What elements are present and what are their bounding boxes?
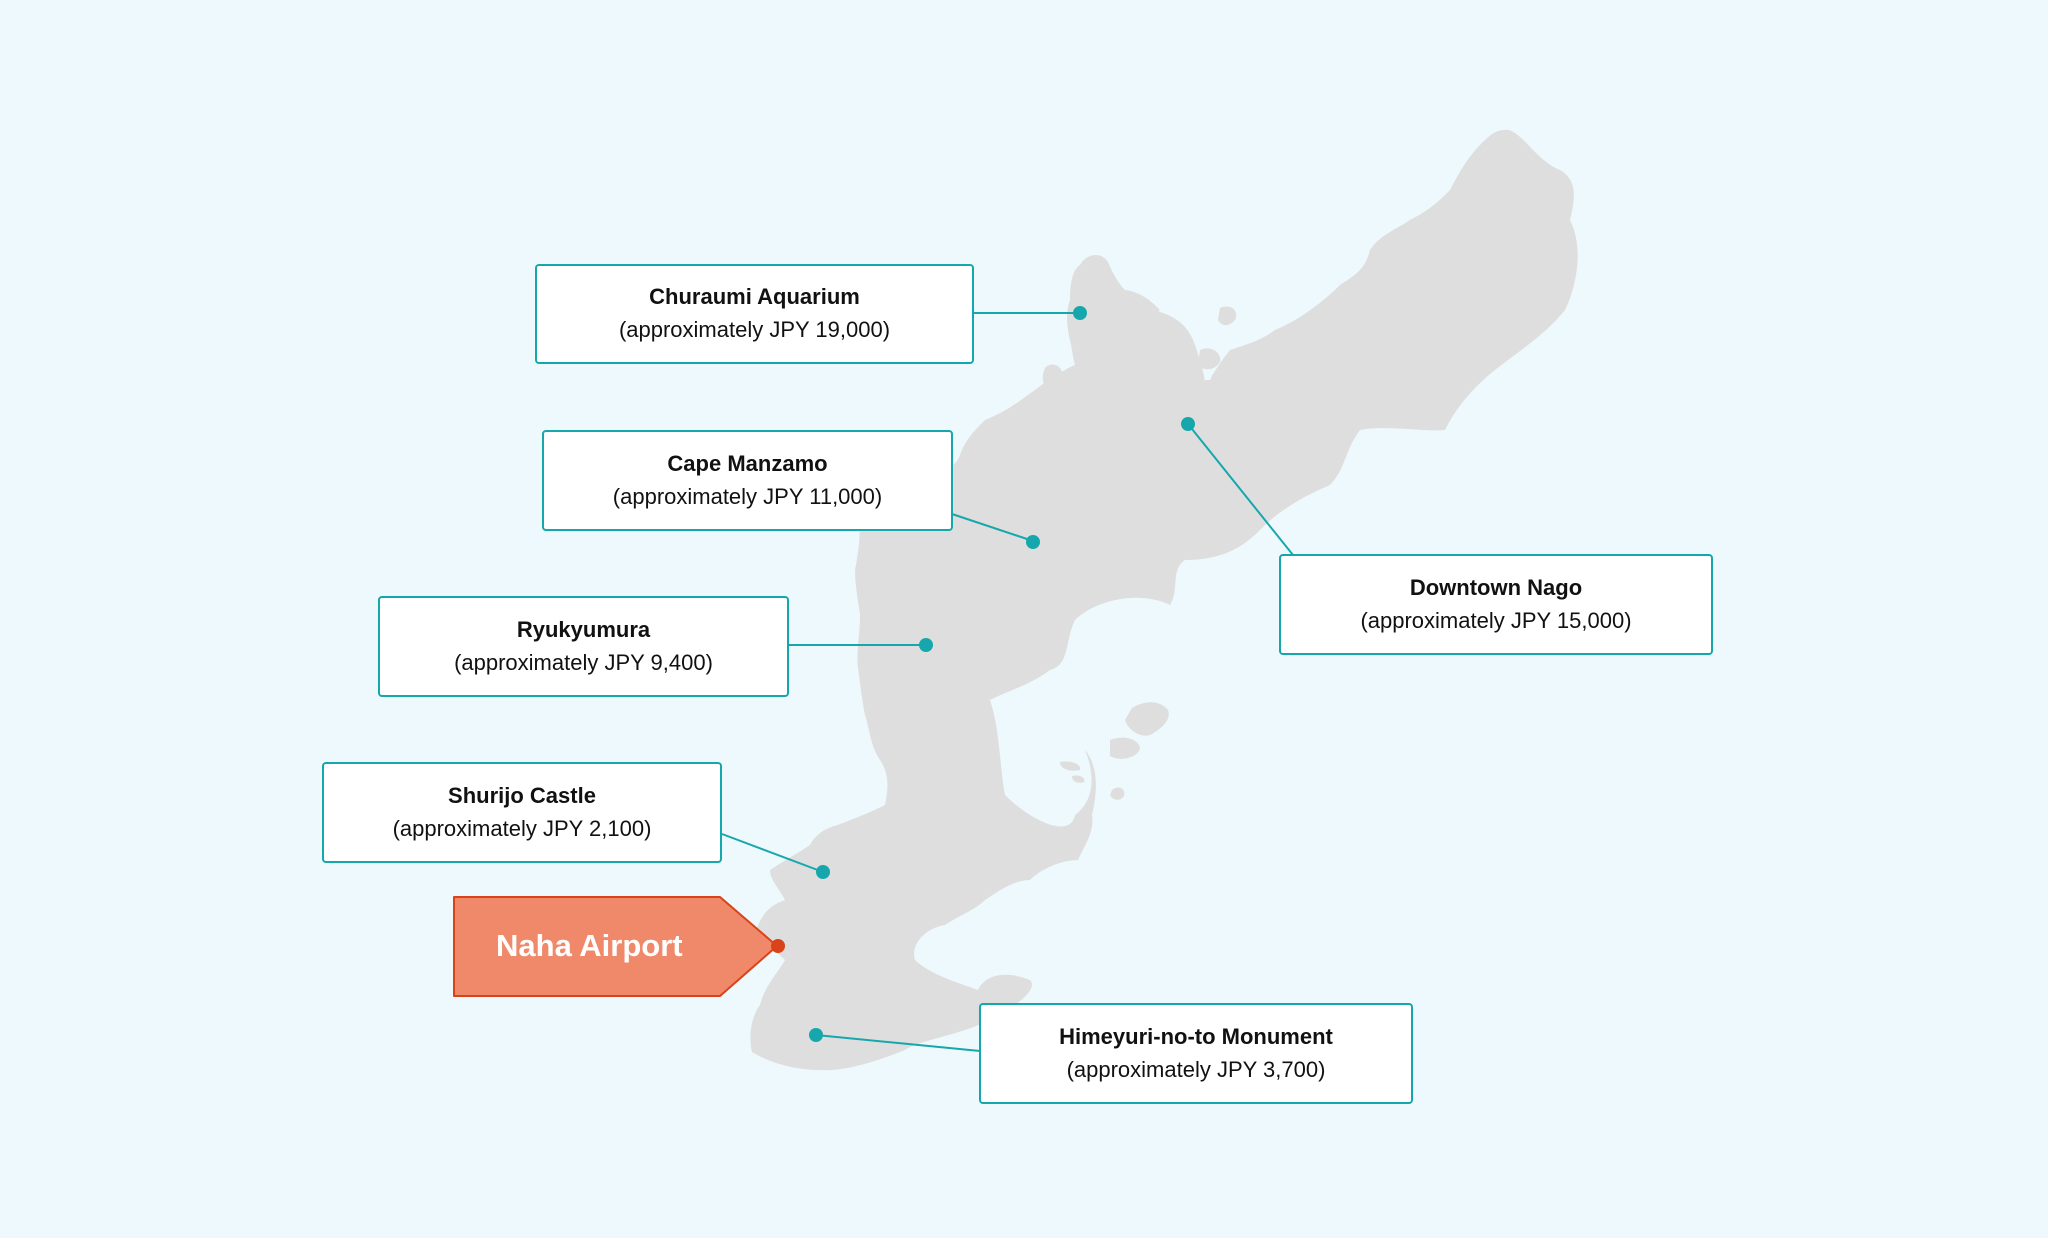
airport-label[interactable]: Naha Airport <box>496 928 683 963</box>
connector-himeyuri <box>815 1034 981 1052</box>
callout-himeyuri-no-to-monument[interactable]: Himeyuri-no-to Monument (approximately J… <box>979 1003 1413 1104</box>
destination-name: Shurijo Castle <box>448 782 596 808</box>
callout-downtown-nago[interactable]: Downtown Nago (approximately JPY 15,000) <box>1279 554 1713 655</box>
connector-lines <box>721 312 1294 1052</box>
marker-ryukyumura[interactable] <box>919 638 933 652</box>
destination-price: (approximately JPY 15,000) <box>1360 607 1632 633</box>
airport-tag-icon <box>453 896 778 997</box>
destination-price: (approximately JPY 3,700) <box>1066 1056 1326 1082</box>
destination-price: (approximately JPY 9,400) <box>454 649 713 675</box>
island-north-1 <box>1218 306 1237 326</box>
island-north-3 <box>1210 373 1233 392</box>
destination-name: Ryukyumura <box>516 616 651 642</box>
marker-airport[interactable] <box>771 939 785 953</box>
marker-nago[interactable] <box>1181 417 1195 431</box>
callout-churaumi-aquarium[interactable]: Churaumi Aquarium (approximately JPY 19,… <box>535 264 974 364</box>
destination-name: Cape Manzamo <box>667 450 828 476</box>
motobu-head <box>1069 282 1205 408</box>
okinawa-island <box>750 129 1578 1071</box>
callout-shurijo-castle[interactable]: Shurijo Castle (approximately JPY 2,100) <box>322 762 722 863</box>
callout-cape-manzamo[interactable]: Cape Manzamo (approximately JPY 11,000) <box>542 430 953 531</box>
marker-churaumi[interactable] <box>1073 306 1087 320</box>
callout-ryukyumura[interactable]: Ryukyumura (approximately JPY 9,400) <box>378 596 789 697</box>
destination-name: Churaumi Aquarium <box>649 284 860 309</box>
marker-himeyuri[interactable] <box>809 1028 823 1042</box>
connector-shurijo <box>721 833 824 873</box>
island-east-2 <box>1110 737 1140 759</box>
marker-manzamo[interactable] <box>1026 535 1040 549</box>
island-east-4 <box>1060 761 1081 771</box>
island-east-3 <box>1110 787 1125 800</box>
location-markers <box>809 306 1195 1042</box>
destination-price: (approximately JPY 19,000) <box>618 317 891 342</box>
island-iejima <box>1042 364 1062 391</box>
island-north-2 <box>1198 348 1221 370</box>
destination-price: (approximately JPY 2,100) <box>392 815 652 841</box>
island-east-1 <box>1125 702 1169 736</box>
destination-name: Downtown Nago <box>1409 574 1583 600</box>
connector-manzamo <box>951 513 1034 542</box>
marker-shurijo[interactable] <box>816 865 830 879</box>
island-east-5 <box>1072 775 1085 783</box>
connector-nago <box>1187 423 1294 556</box>
destination-name: Himeyuri-no-to Monument <box>1059 1023 1333 1049</box>
destination-price: (approximately JPY 11,000) <box>612 483 883 509</box>
